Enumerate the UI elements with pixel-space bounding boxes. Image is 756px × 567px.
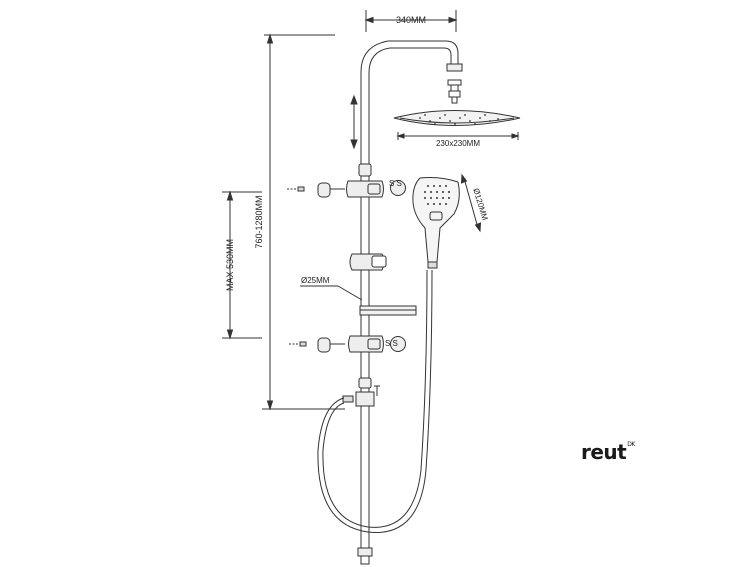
dim-head-size: 230x230MM [396,132,520,148]
dim-handshower: Ø120MM [460,173,490,233]
wall-bracket-upper: S S [287,179,406,198]
dim-slide: MAX 530MM [222,190,262,340]
brand-mark: DK [627,441,635,448]
brand-name: reut [581,440,627,464]
diverter-valve [342,385,380,407]
dim-width-340: 340MM [364,10,458,32]
dim-label-handshower: Ø120MM [471,187,489,221]
rail-coupling-lower [358,377,372,389]
dim-label-slide: MAX 530MM [225,239,235,291]
svg-text:S S: S S [389,179,402,188]
dim-height: 760-1280MM [254,33,345,411]
dim-label-rail: Ø25MM [301,276,330,285]
rail-bottom-connector [357,547,373,565]
dim-rail: Ø25MM [300,276,363,301]
brand-logo: reutDK [581,440,635,464]
shower-rail [360,40,459,548]
rail-slider [349,253,387,271]
wall-bracket-lower: S S [289,335,406,353]
hand-shower [412,177,460,269]
height-adjust-arrow [350,94,358,150]
rain-shower-head [393,110,521,126]
soap-shelf [359,305,417,316]
dim-label-head-size: 230x230MM [436,139,480,148]
dim-label-width: 340MM [396,15,426,25]
rail-coupling-upper [358,163,372,177]
dim-label-height: 760-1280MM [254,195,264,248]
svg-text:S S: S S [385,339,398,348]
head-connector [446,63,463,104]
shower-hose [317,269,433,533]
